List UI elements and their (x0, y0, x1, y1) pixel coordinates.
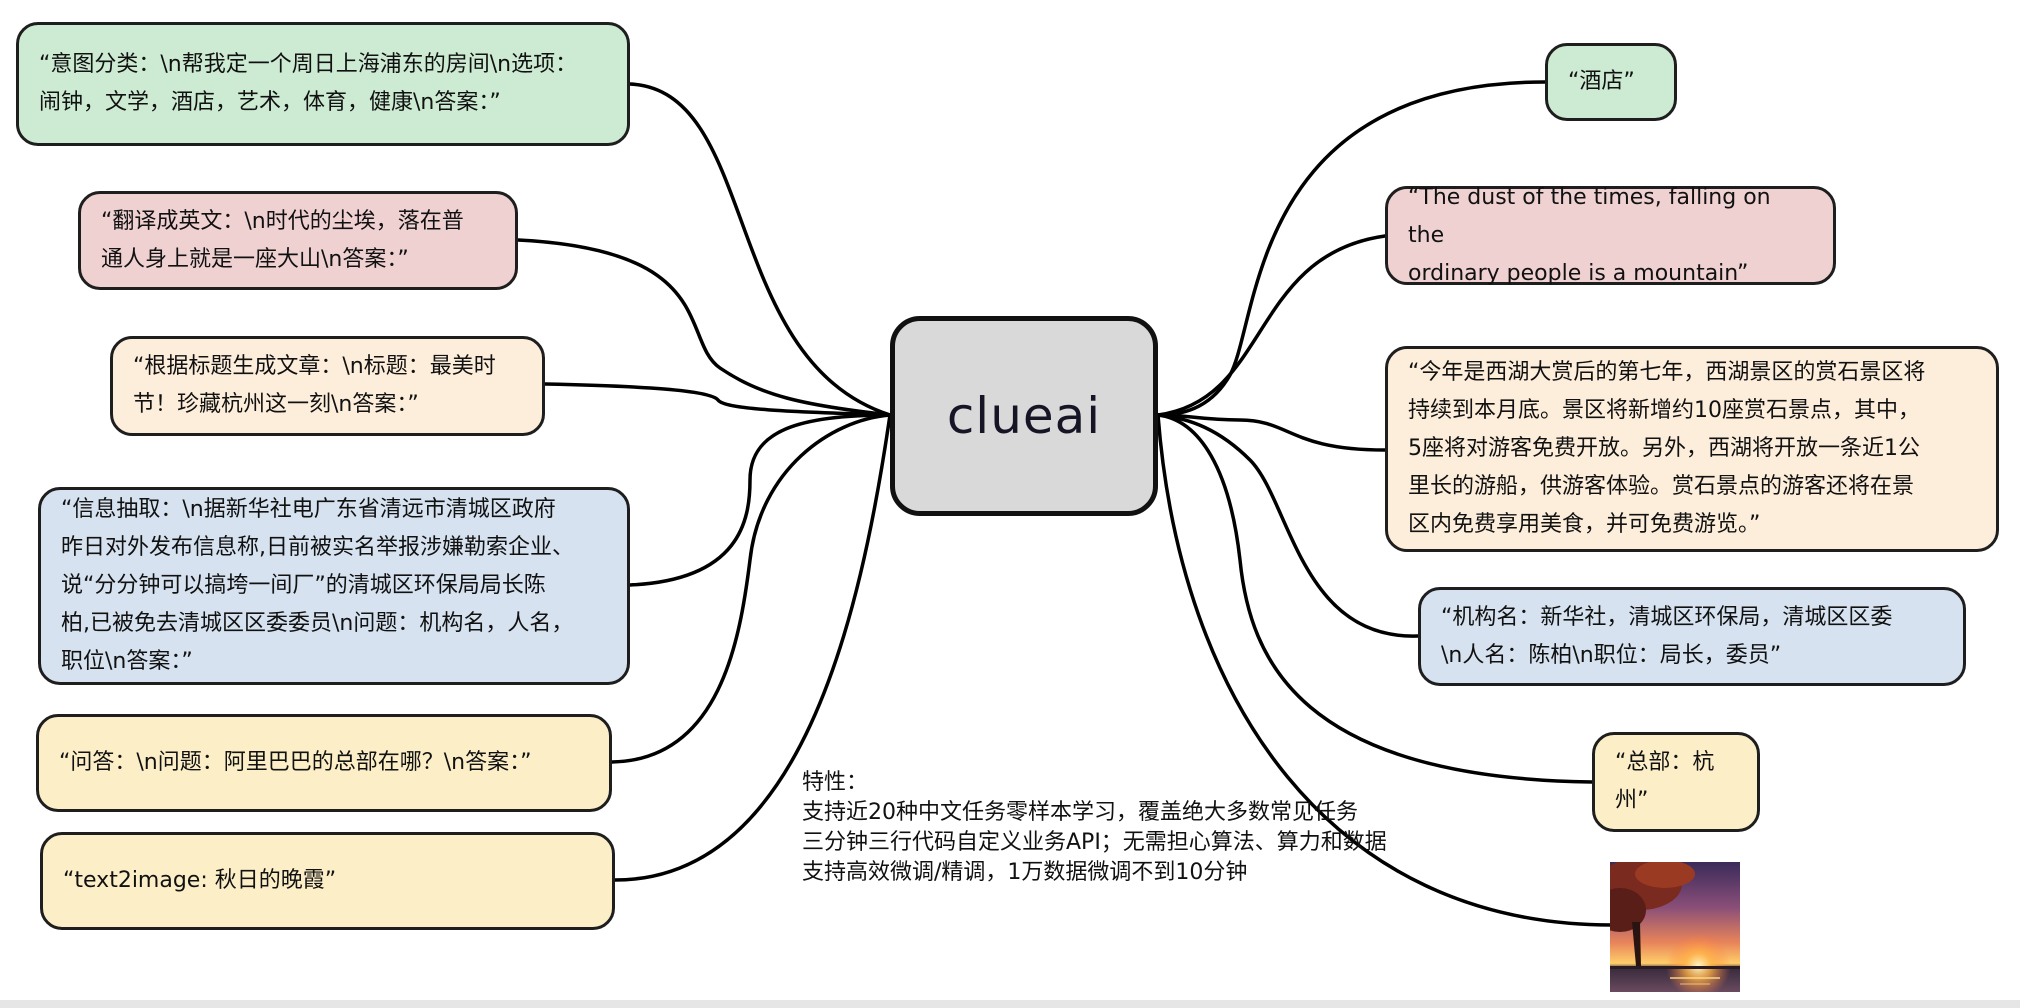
link-answer-qa (1156, 413, 1594, 784)
features-title: 特性： (802, 770, 869, 795)
link-answer-hotel (1156, 80, 1547, 417)
answer-node-qa[interactable]: “总部：杭州” (1592, 732, 1760, 832)
center-node-clueai[interactable]: clueai (890, 316, 1158, 516)
link-prompt-translate (516, 238, 892, 417)
answer-node-extract[interactable]: “机构名：新华社，清城区环保局，清城区区委 \n人名：陈柏\n职位：局长，委员” (1418, 587, 1966, 686)
feature-line: 支持近20种中文任务零样本学习，覆盖绝大多数常见任务 (802, 800, 1358, 825)
prompt-node-article[interactable]: “根据标题生成文章：\n标题：最美时 节！珍藏杭州这一刻\n答案：” (110, 336, 545, 436)
link-prompt-qa (610, 413, 892, 764)
link-answer-translate (1156, 234, 1387, 417)
prompt-node-extract[interactable]: “信息抽取：\n据新华社电广东省清远市清城区政府 昨日对外发布信息称,日前被实名… (38, 487, 630, 685)
link-answer-article (1156, 413, 1387, 452)
prompt-node-text2image[interactable]: “text2image: 秋日的晚霞” (40, 832, 615, 930)
sunset-image (1610, 862, 1740, 992)
prompt-node-intent[interactable]: “意图分类：\n帮我定一个周日上海浦东的房间\n选项： 闹钟，文学，酒店，艺术，… (16, 22, 630, 146)
features-block: 特性： 支持近20种中文任务零样本学习，覆盖绝大多数常见任务 三分钟三行代码自定… (802, 768, 1482, 888)
link-prompt-t2i (613, 413, 892, 882)
bottom-scrollbar-track (0, 1000, 2020, 1008)
answer-node-article[interactable]: “今年是西湖大赏后的第七年，西湖景区的赏石景区将 持续到本月底。景区将新增约10… (1385, 346, 1999, 552)
center-label: clueai (946, 387, 1102, 445)
prompt-node-translate[interactable]: “翻译成英文：\n时代的尘埃，落在普 通人身上就是一座大山\n答案：” (78, 191, 518, 290)
link-prompt-intent (628, 82, 892, 417)
prompt-node-qa[interactable]: “问答：\n问题：阿里巴巴的总部在哪？\n答案：” (36, 714, 612, 812)
answer-node-translate[interactable]: “The dust of the times, falling on the o… (1385, 185, 1836, 286)
feature-line: 三分钟三行代码自定义业务API；无需担心算法、算力和数据 (802, 830, 1387, 855)
link-answer-image (1156, 413, 1614, 927)
answer-node-hotel[interactable]: “酒店” (1545, 43, 1677, 121)
link-answer-extract (1156, 413, 1420, 638)
feature-line: 支持高效微调/精调，1万数据微调不到10分钟 (802, 860, 1248, 885)
link-prompt-article (543, 382, 892, 417)
link-prompt-extract (628, 413, 892, 587)
